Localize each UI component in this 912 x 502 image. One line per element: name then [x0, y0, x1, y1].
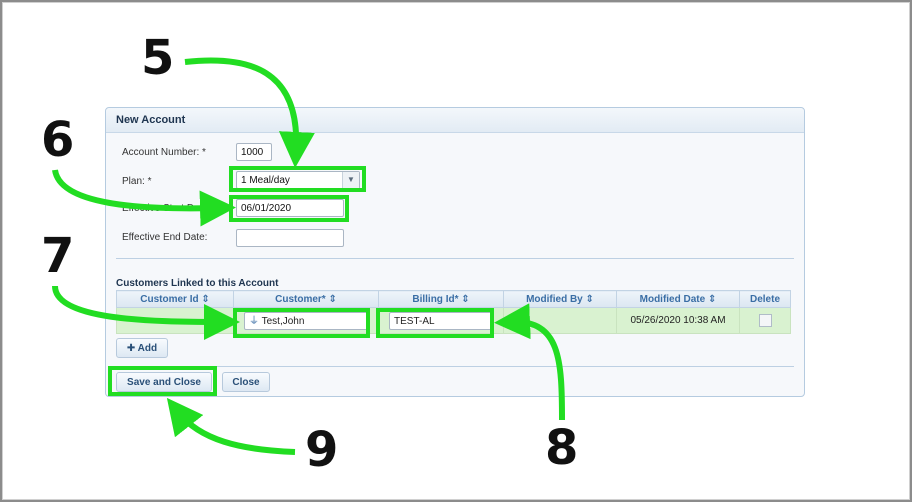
- sort-icon: ⇕: [461, 293, 470, 305]
- arrow-6: [52, 169, 236, 227]
- chevron-down-icon[interactable]: ▼: [342, 172, 359, 188]
- filter-icon: ⏚: [249, 315, 259, 327]
- highlight-billing-id: [376, 308, 494, 338]
- highlight-save: [108, 366, 217, 396]
- plan-select-value: 1 Meal/day: [241, 175, 290, 186]
- sort-icon: ⇕: [585, 293, 594, 305]
- arrow-9: [166, 397, 296, 455]
- close-button[interactable]: Close: [222, 372, 270, 392]
- customer-input[interactable]: ⏚ Test,John: [244, 311, 368, 330]
- col-customer[interactable]: Customer* ⇕: [233, 290, 379, 308]
- account-number-input[interactable]: 1000: [236, 143, 272, 161]
- plus-icon: ✚: [126, 343, 136, 354]
- account-number-label: Account Number: *: [122, 147, 206, 158]
- callout-9: 9: [305, 422, 339, 478]
- end-date-input[interactable]: [236, 229, 344, 247]
- delete-cell: [739, 307, 791, 334]
- new-account-dialog: New Account Account Number: * 1000 Plan:…: [105, 107, 805, 397]
- highlight-plan: [229, 166, 366, 192]
- col-delete: Delete: [739, 290, 791, 308]
- callout-5: 5: [141, 30, 175, 86]
- divider: [116, 366, 794, 367]
- divider: [116, 258, 794, 259]
- dialog-title: New Account: [106, 108, 804, 133]
- arrow-5: [184, 57, 315, 168]
- start-date-input[interactable]: 06/01/2020: [236, 199, 344, 217]
- col-modified-date[interactable]: Modified Date ⇕: [616, 290, 740, 308]
- callout-8: 8: [545, 420, 579, 476]
- save-and-close-button[interactable]: Save and Close: [116, 372, 212, 392]
- callout-7: 7: [41, 228, 75, 284]
- arrow-8: [494, 303, 565, 421]
- modified-date-cell: 05/26/2020 10:38 AM: [616, 307, 740, 334]
- callout-6: 6: [41, 112, 75, 168]
- sort-icon: ⇕: [201, 293, 210, 305]
- sort-icon: ⇕: [707, 293, 717, 305]
- add-button[interactable]: ✚ Add: [116, 338, 168, 358]
- end-date-label: Effective End Date:: [122, 232, 208, 243]
- plan-select[interactable]: 1 Meal/day ▼: [236, 171, 360, 189]
- customers-section-title: Customers Linked to this Account: [116, 278, 279, 289]
- plan-label: Plan: *: [122, 176, 152, 187]
- sort-icon: ⇕: [328, 293, 337, 305]
- arrow-7: [52, 285, 240, 340]
- delete-checkbox[interactable]: [758, 314, 772, 327]
- col-modified-by[interactable]: Modified By ⇕: [503, 290, 617, 308]
